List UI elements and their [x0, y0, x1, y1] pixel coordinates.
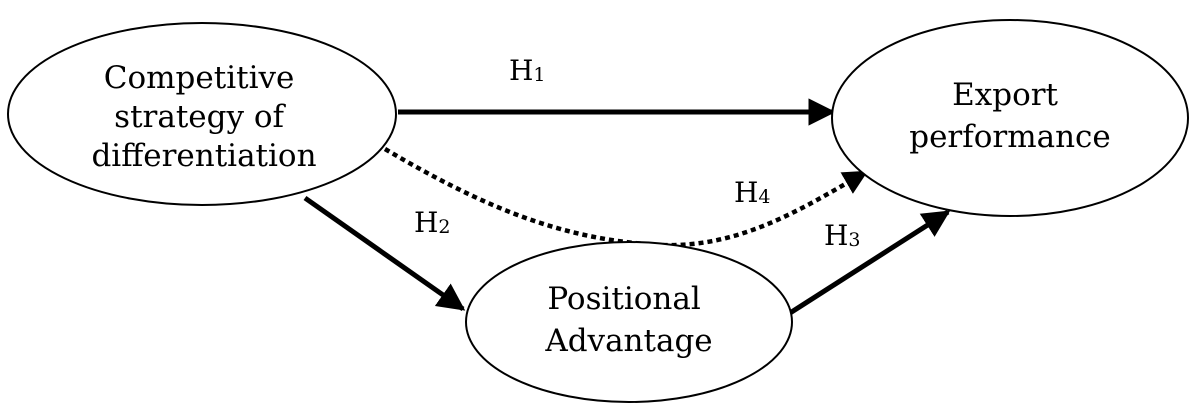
edge-h1-label: H1	[509, 54, 546, 87]
node-competitive-strategy-label: Competitive strategy of differentiation	[91, 60, 316, 174]
edge-h2-label: H2	[414, 206, 451, 239]
node-export-performance-line-1: Export	[952, 77, 1058, 113]
node-competitive-strategy-shape	[7, 22, 397, 206]
node-positional-advantage-shape	[465, 241, 793, 403]
edge-h2-line	[303, 195, 466, 312]
node-competitive-strategy-line-2: strategy of	[114, 99, 286, 135]
node-competitive-strategy: Competitive strategy of differentiation	[7, 22, 397, 206]
node-export-performance-label: Export performance	[909, 77, 1111, 155]
edge-h4-line	[383, 147, 869, 248]
node-export-performance: Export performance	[831, 19, 1189, 217]
edge-h3-line	[788, 209, 951, 316]
edge-h2	[303, 195, 466, 312]
node-positional-advantage-line-1: Positional	[547, 281, 701, 317]
node-positional-advantage-label: Positional Advantage	[544, 281, 712, 359]
node-export-performance-shape	[831, 19, 1189, 217]
node-competitive-strategy-line-1: Competitive	[104, 60, 295, 96]
node-positional-advantage-line-2: Advantage	[544, 323, 712, 359]
node-export-performance-line-2: performance	[909, 119, 1111, 155]
edge-h4-label: H4	[734, 176, 771, 209]
edge-h3-label: H3	[824, 219, 861, 252]
edge-h3	[788, 209, 951, 316]
node-competitive-strategy-line-3: differentiation	[91, 138, 316, 174]
node-positional-advantage: Positional Advantage	[465, 241, 793, 403]
edge-h4	[383, 147, 869, 248]
